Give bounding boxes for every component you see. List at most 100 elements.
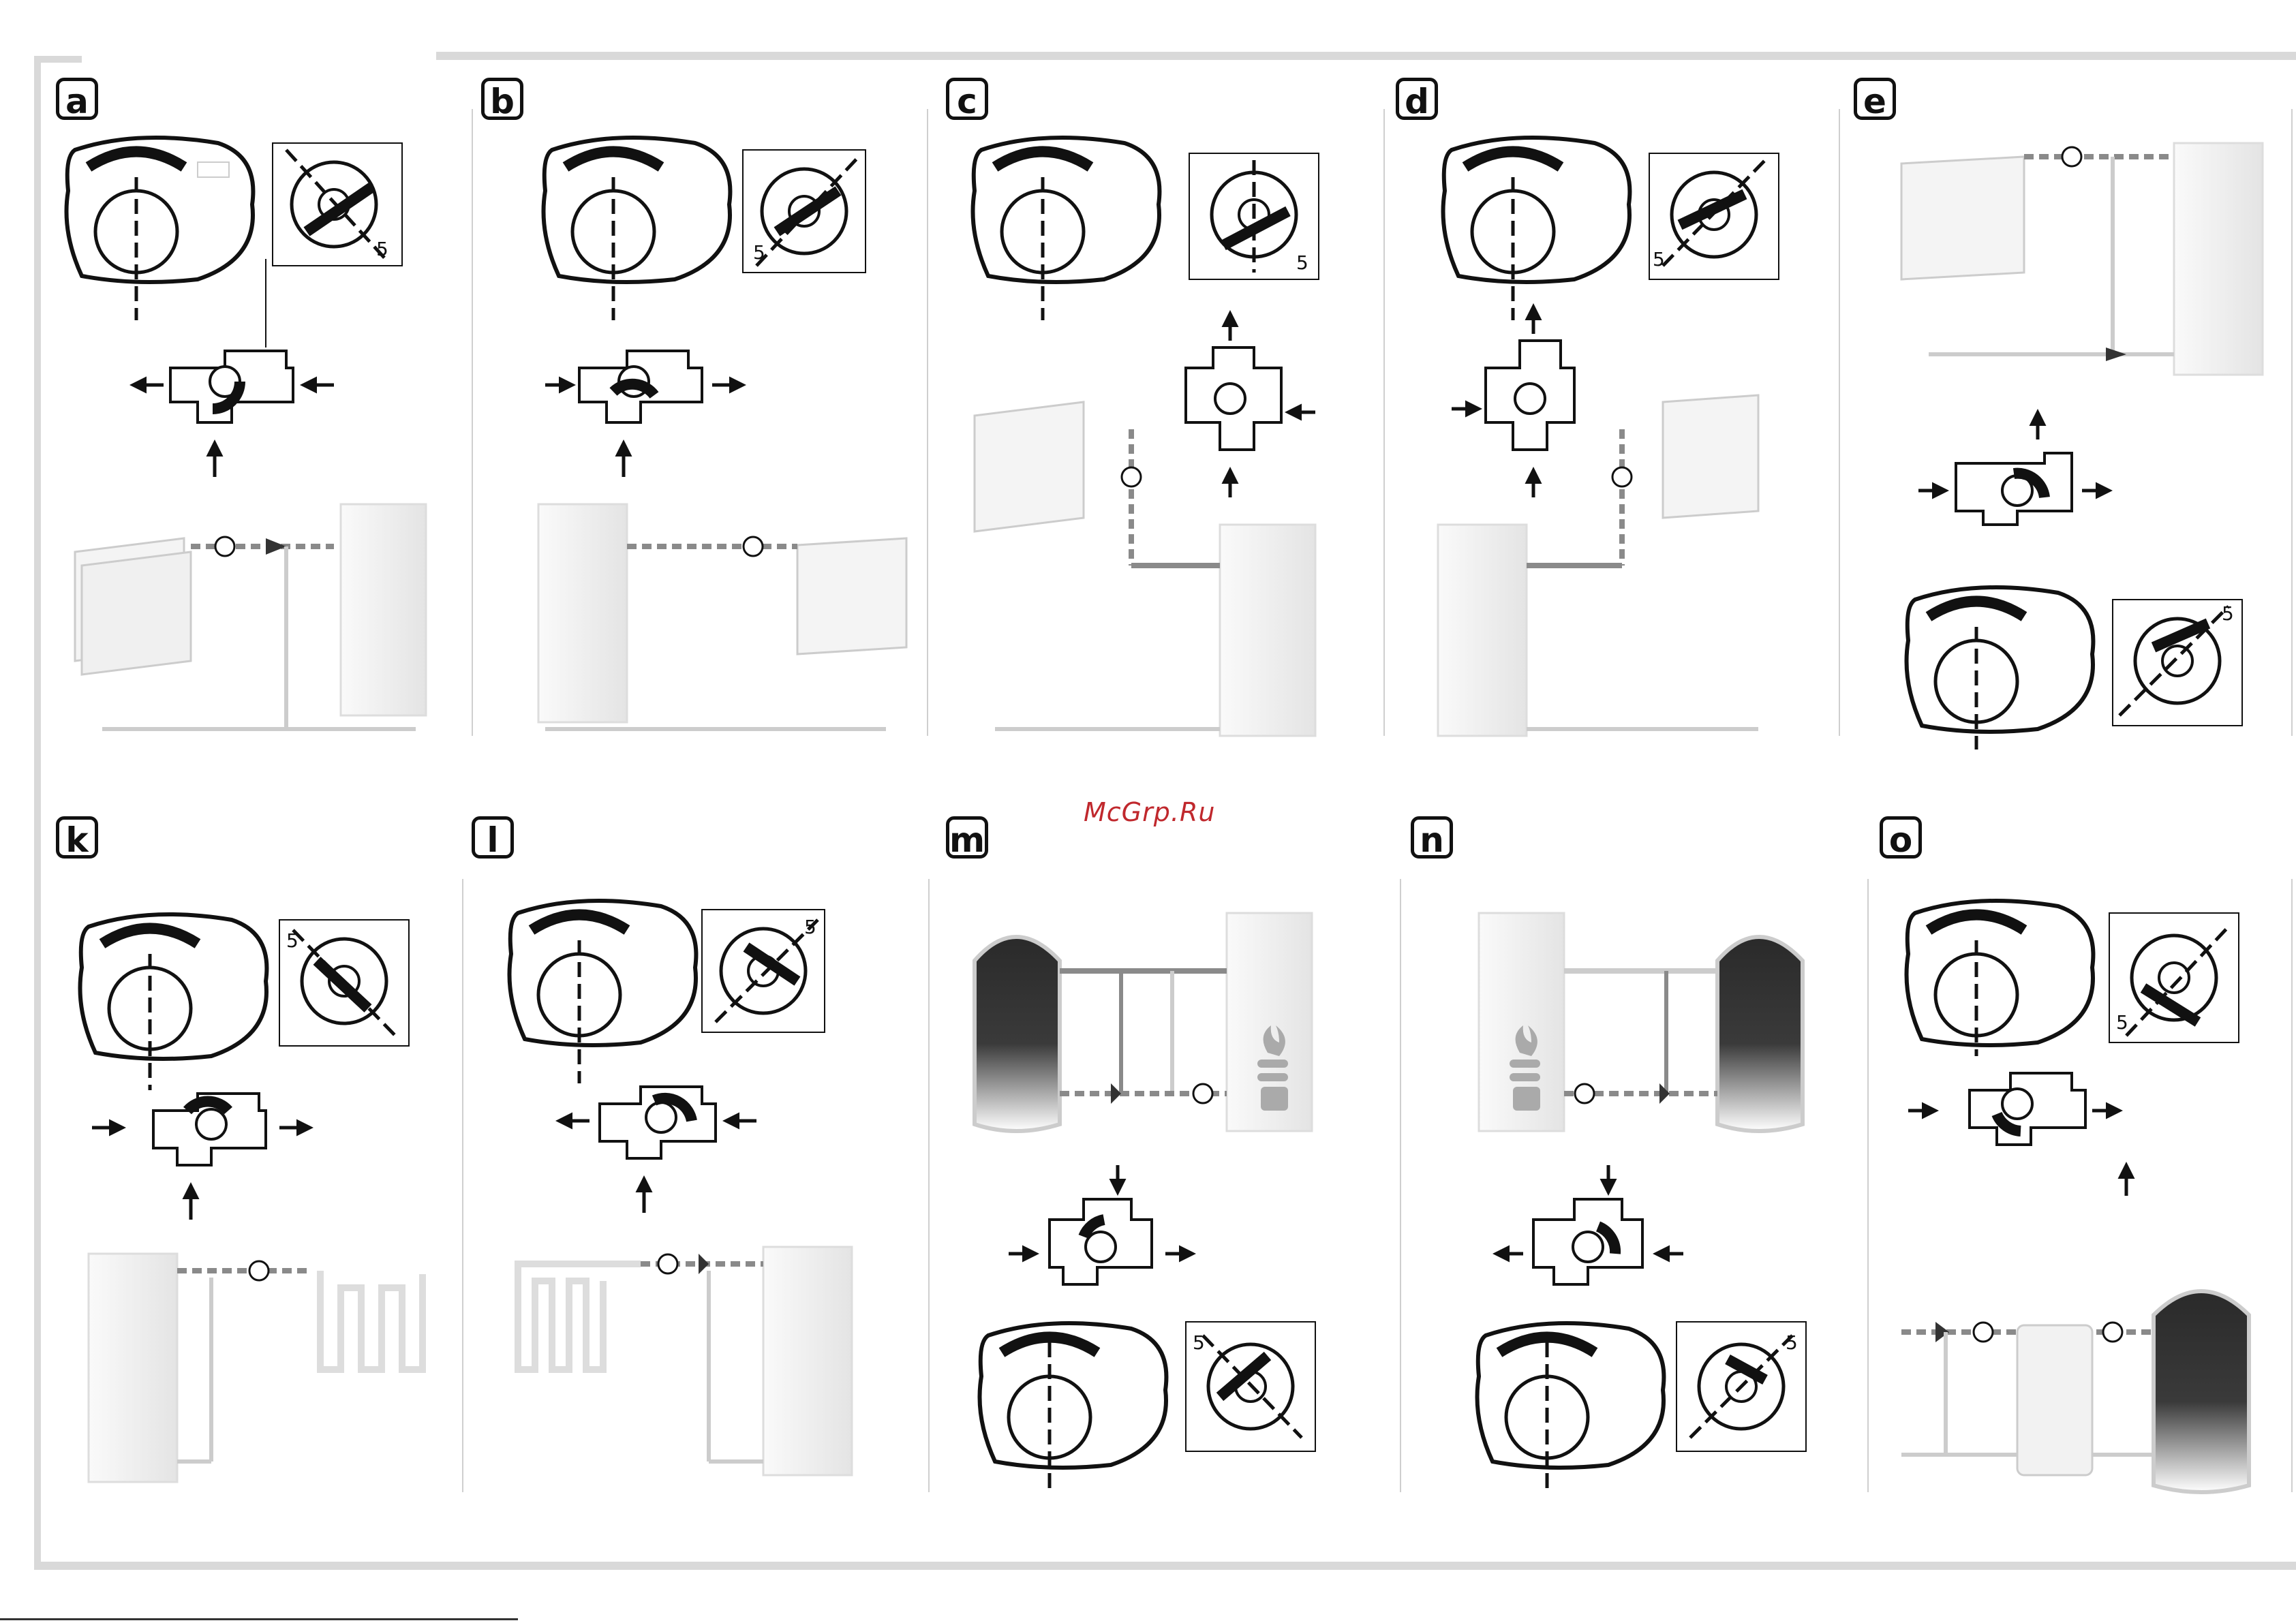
three-way-valve-icon: [92, 1094, 310, 1220]
scale-number: 5: [286, 929, 299, 952]
rotation-dial-icon: 5: [1189, 153, 1319, 279]
column-divider: [2291, 879, 2293, 1492]
three-way-valve-icon: [1496, 1165, 1683, 1284]
three-way-valve-icon: [1009, 1165, 1193, 1284]
pump-icon: [744, 537, 763, 556]
radiator-icon: [1901, 157, 2024, 279]
actuator-body-icon: [67, 138, 254, 320]
bottom-rule: [0, 1618, 518, 1620]
panel-label-m: m: [946, 816, 988, 859]
scale-number: 5: [1786, 1331, 1798, 1354]
panel-o-diagram: 5: [1895, 893, 2283, 1492]
column-divider: [462, 879, 463, 1492]
pump-icon: [1575, 1084, 1594, 1103]
radiator-icon: [797, 538, 906, 654]
actuator-body-icon: [1907, 587, 2094, 749]
scale-number: 5: [1296, 251, 1308, 274]
pump-icon: [658, 1254, 677, 1273]
panel-d-diagram: 5: [1438, 129, 1833, 749]
column-divider: [1400, 879, 1401, 1492]
pump-icon: [2103, 1323, 2122, 1342]
panel-label-c: c: [946, 78, 988, 120]
panel-label-n: n: [1411, 816, 1453, 859]
three-way-valve-icon: [1186, 313, 1315, 497]
rotation-dial-icon: 5: [1649, 153, 1779, 279]
panel-label-l: l: [472, 816, 514, 859]
frame-left-border: [34, 56, 41, 1568]
radiator-icon: [75, 538, 191, 675]
boiler-icon: [2174, 143, 2263, 375]
pump-icon: [1974, 1323, 1993, 1342]
rotation-dial-icon: 5: [702, 910, 825, 1032]
column-divider: [1383, 109, 1385, 736]
boiler-icon: [1220, 525, 1315, 736]
panel-label-d: d: [1396, 78, 1438, 120]
scale-number: 5: [804, 916, 816, 938]
watermark: McGrp.Ru: [1084, 797, 1215, 827]
panel-k-diagram: 5: [75, 906, 457, 1492]
rotation-dial-icon: 5: [1677, 1322, 1806, 1451]
rotation-dial-icon: 5: [1186, 1322, 1315, 1451]
boiler-icon: [538, 504, 627, 722]
buffer-tank-icon: [2154, 1291, 2249, 1492]
pump-icon: [249, 1261, 269, 1280]
scale-number: 5: [1653, 248, 1665, 270]
column-divider: [1839, 109, 1840, 736]
rotation-dial-icon: 5: [2113, 600, 2242, 726]
scale-number: 5: [753, 241, 765, 264]
mixing-valve-icon: [2106, 347, 2126, 361]
pump-icon: [215, 537, 234, 556]
heat-exchanger-icon: [2017, 1325, 2092, 1475]
rotation-dial-icon: 5: [273, 143, 402, 266]
three-way-valve-icon: [1452, 307, 1574, 497]
frame-top-left-border: [34, 56, 82, 63]
scale-number: 5: [2222, 602, 2234, 625]
rotation-dial-icon: 5: [743, 150, 866, 273]
panel-m-diagram: 5: [968, 906, 1363, 1499]
column-divider: [928, 879, 930, 1492]
boiler-icon: [763, 1247, 852, 1475]
actuator-body-icon: [80, 914, 267, 1090]
scale-number: 5: [2116, 1011, 2128, 1034]
buffer-tank-icon: [1717, 937, 1803, 1131]
three-way-valve-icon: [133, 351, 334, 477]
buffer-tank-icon: [975, 937, 1060, 1131]
three-way-valve-icon: [559, 1087, 756, 1213]
three-way-valve-icon: [1908, 1073, 2126, 1196]
actuator-body-icon: [1443, 138, 1630, 320]
actuator-body-icon: [980, 1323, 1167, 1492]
panel-b-diagram: 5: [538, 129, 920, 743]
rotation-dial-icon: 5: [2109, 913, 2239, 1042]
floor-heating-icon: [518, 1264, 641, 1370]
panel-label-e: e: [1854, 78, 1896, 120]
panel-label-k: k: [56, 816, 98, 859]
boiler-icon: [89, 1254, 177, 1482]
panel-e-diagram: 5: [1901, 129, 2283, 749]
column-divider: [927, 109, 928, 736]
panel-a-diagram: 5: [61, 129, 463, 743]
panel-n-diagram: 5: [1438, 906, 1833, 1499]
scale-number: 5: [376, 238, 388, 260]
panel-label-b: b: [481, 78, 523, 120]
actuator-body-icon: [1907, 901, 2094, 1056]
boiler-icon: [1438, 525, 1527, 736]
radiator-icon: [1663, 395, 1758, 518]
rotation-dial-icon: 5: [279, 920, 409, 1046]
column-divider: [2291, 109, 2293, 736]
column-divider: [1867, 879, 1869, 1492]
pump-icon: [2062, 147, 2081, 166]
actuator-body-icon: [510, 901, 697, 1083]
pump-icon: [1193, 1084, 1212, 1103]
three-way-valve-icon: [1918, 412, 2109, 525]
panel-c-diagram: 5: [968, 129, 1363, 749]
panel-l-diagram: 5: [504, 893, 900, 1492]
floor-heating-icon: [320, 1271, 423, 1370]
actuator-body-icon: [544, 138, 731, 320]
panel-label-o: o: [1880, 816, 1922, 859]
actuator-body-icon: [1478, 1323, 1664, 1492]
panel-label-a: a: [56, 78, 98, 120]
mixing-valve-icon: [266, 538, 286, 555]
frame-bottom-border: [34, 1562, 2296, 1570]
pump-icon: [1612, 467, 1632, 486]
pump-icon: [1122, 467, 1141, 486]
